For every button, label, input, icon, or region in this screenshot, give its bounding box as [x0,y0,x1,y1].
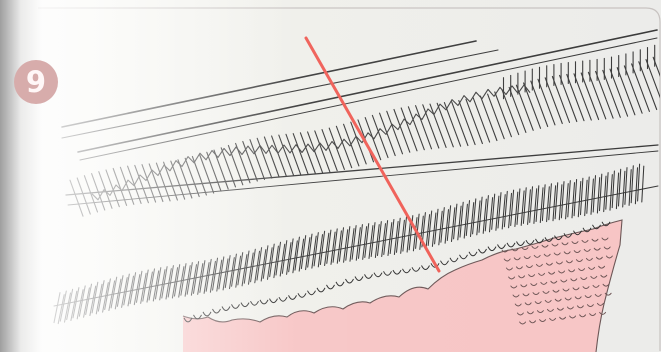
step-number-badge: 9 [14,60,58,104]
